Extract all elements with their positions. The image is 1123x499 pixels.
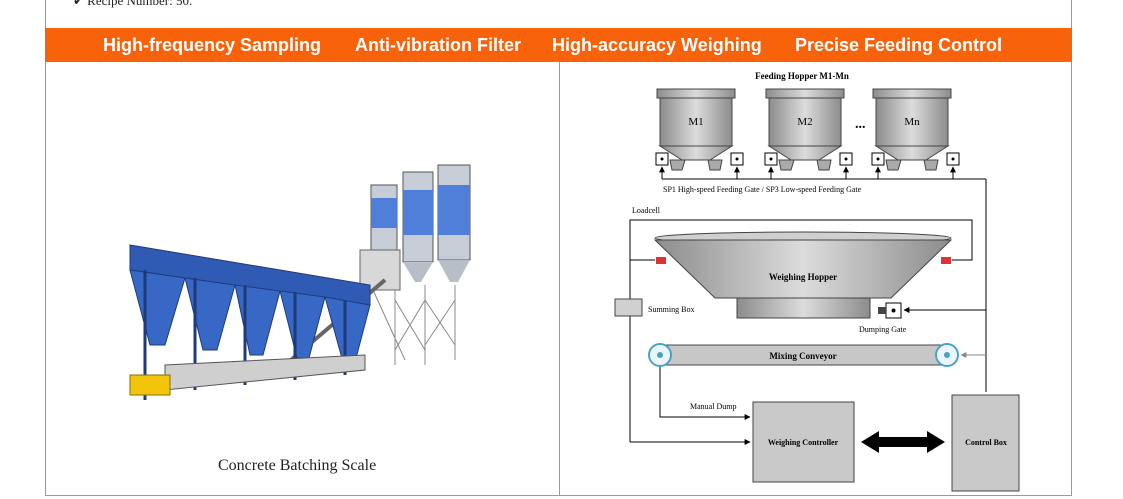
feeding-hopper-title: Feeding Hopper M1-Mn [755, 71, 849, 81]
hopper-label-mn: Mn [904, 116, 920, 128]
banner-item-feeding: Precise Feeding Control [795, 35, 1003, 55]
weighing-controller [752, 401, 855, 483]
summing-box [614, 298, 643, 317]
plant-caption: Concrete Batching Scale [218, 457, 377, 474]
bidirectional-arrow-icon [861, 431, 945, 453]
mixing-conveyor-label: Mixing Conveyor [769, 351, 836, 361]
gate-description: SP1 High-speed Feeding Gate / SP3 Low-sp… [663, 185, 862, 194]
summing-box-label: Summing Box [648, 305, 694, 314]
loadcell-left [656, 257, 666, 264]
loadcell-label: Loadcell [632, 206, 661, 215]
silo-group [370, 164, 471, 282]
feeding-hopper-m1: M1 [656, 88, 736, 171]
mixing-conveyor: Mixing Conveyor [648, 343, 959, 367]
weighing-hopper-label: Weighing Hopper [769, 272, 837, 282]
panel-divider [559, 62, 560, 496]
dumping-gate-label: Dumping Gate [859, 325, 907, 334]
feeding-hopper-mn: Mn [872, 88, 952, 171]
hopper-label-m2: M2 [797, 116, 812, 128]
manual-dump-label: Manual Dump [690, 402, 736, 411]
hopper-ellipsis: ... [855, 117, 866, 132]
content-frame [45, 0, 1072, 496]
banner-item-sampling: High-frequency Sampling [103, 35, 322, 55]
weighing-controller-label: Weighing Controller [768, 438, 839, 447]
control-box [951, 394, 1020, 492]
banner-item-weighing: High-accuracy Weighing [552, 35, 762, 55]
banner-item-filter: Anti-vibration Filter [355, 35, 521, 55]
control-box-label: Control Box [965, 438, 1007, 447]
loadcell-right [941, 257, 951, 264]
weighing-system-diagram: Feeding Hopper M1-Mn M1 M2 ... Mn [614, 71, 1020, 492]
feeding-hopper-m2: M2 [765, 88, 845, 171]
weighing-hopper: Weighing Hopper [653, 231, 953, 319]
hopper-label-m1: M1 [688, 116, 703, 128]
concrete-batching-plant-image [129, 164, 471, 400]
recipe-number-text: ✔ Recipe Number: 50. [73, 0, 193, 8]
feature-banner: High-frequency Sampling Anti-vibration F… [45, 28, 1072, 62]
